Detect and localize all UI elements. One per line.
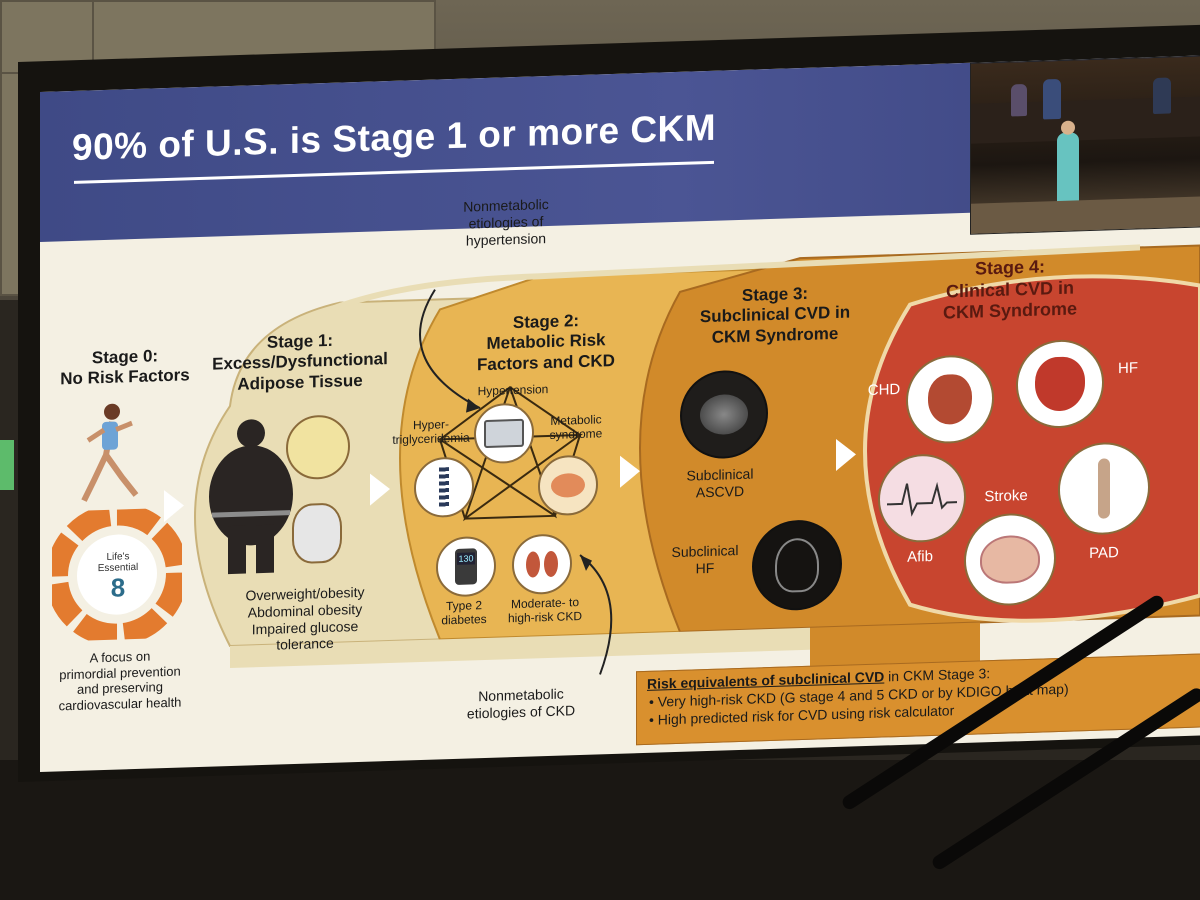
panelist-figure xyxy=(1011,83,1027,117)
stage2-heading: Stage 2: Metabolic Risk Factors and CKD xyxy=(466,310,626,376)
stage1-heading: Stage 1: Excess/Dysfunctional Adipose Ti… xyxy=(210,329,390,396)
presentation-slide: 90% of U.S. is Stage 1 or more CKM xyxy=(40,55,1200,772)
type2-diabetes-label: Type 2 diabetes xyxy=(424,597,504,628)
wheel-segments xyxy=(52,507,182,642)
room-floor xyxy=(0,760,1200,900)
stage3-to-4-arrow xyxy=(836,438,856,471)
stroke-label: Stroke xyxy=(984,486,1028,506)
scale-icon xyxy=(292,502,342,565)
pad-label: PAD xyxy=(1089,544,1119,563)
speaker-figure xyxy=(1057,132,1079,212)
speaker-video-inset xyxy=(970,55,1200,235)
arrowhead xyxy=(466,398,480,413)
subclinical-ascvd-label: Subclinical ASCVD xyxy=(670,465,770,502)
bottom-band xyxy=(230,627,810,669)
bottom-band-stage3 xyxy=(810,622,980,668)
stage0-caption: A focus on primordial prevention and pre… xyxy=(40,647,200,714)
subclinical-hf-label: Subclinical HF xyxy=(660,542,750,578)
stage2-to-3-arrow xyxy=(620,455,640,488)
stage3-heading: Stage 3: Subclinical CVD in CKM Syndrome xyxy=(680,282,870,349)
chd-label: CHD xyxy=(867,380,901,399)
hf-label: HF xyxy=(1118,359,1138,378)
arrow-bottom-note xyxy=(579,554,613,675)
stage0-heading-line: No Risk Factors xyxy=(60,365,190,389)
ckd-label: Moderate- to high-risk CKD xyxy=(500,595,590,627)
afib-label: Afib xyxy=(907,547,933,566)
arrowhead xyxy=(580,555,592,571)
label-line: ASCVD xyxy=(695,482,745,501)
panelist-figure xyxy=(1043,78,1061,120)
stage0-heading: Stage 0: No Risk Factors xyxy=(60,345,190,390)
hypertriglyceridemia-label: Hyper- triglyceridemia xyxy=(386,416,476,448)
note-nonmetabolic-hypertension: Nonmetabolic etiologies of hypertension xyxy=(436,195,576,250)
label-line: syndrome xyxy=(549,426,603,443)
obese-silhouette-icon xyxy=(209,419,293,575)
label-line: diabetes xyxy=(441,612,487,628)
runner-icon xyxy=(81,403,139,502)
arrow-top-note xyxy=(419,289,481,410)
stage4-heading: Stage 4: Clinical CVD in CKM Syndrome xyxy=(920,255,1100,325)
note-nonmetabolic-ckd: Nonmetabolic etiologies of CKD xyxy=(446,685,596,723)
ecg-icon xyxy=(878,452,966,544)
risk-box-title-rest: in CKM Stage 3: xyxy=(884,665,991,685)
lifes-essential-8-wheel xyxy=(52,507,182,642)
label-line: Subclinical xyxy=(671,542,739,561)
label-line: HF xyxy=(695,559,715,577)
stage1-to-2-arrow xyxy=(370,473,390,506)
badge-number: 8 xyxy=(110,572,126,603)
outer-arc xyxy=(237,244,1141,387)
metabolic-syndrome-label: Metabolic syndrome xyxy=(536,412,616,443)
stage1-caption: Overweight/obesity Abdominal obesity Imp… xyxy=(215,583,395,656)
exit-sign xyxy=(0,440,14,490)
label-line: high-risk CKD xyxy=(507,609,582,626)
lifes-essential-badge: Life's Essential 8 xyxy=(90,551,146,603)
label-line: triglyceridemia xyxy=(392,430,470,448)
glucometer-reading: 130 xyxy=(457,552,475,565)
panelist-figure xyxy=(1153,77,1171,115)
